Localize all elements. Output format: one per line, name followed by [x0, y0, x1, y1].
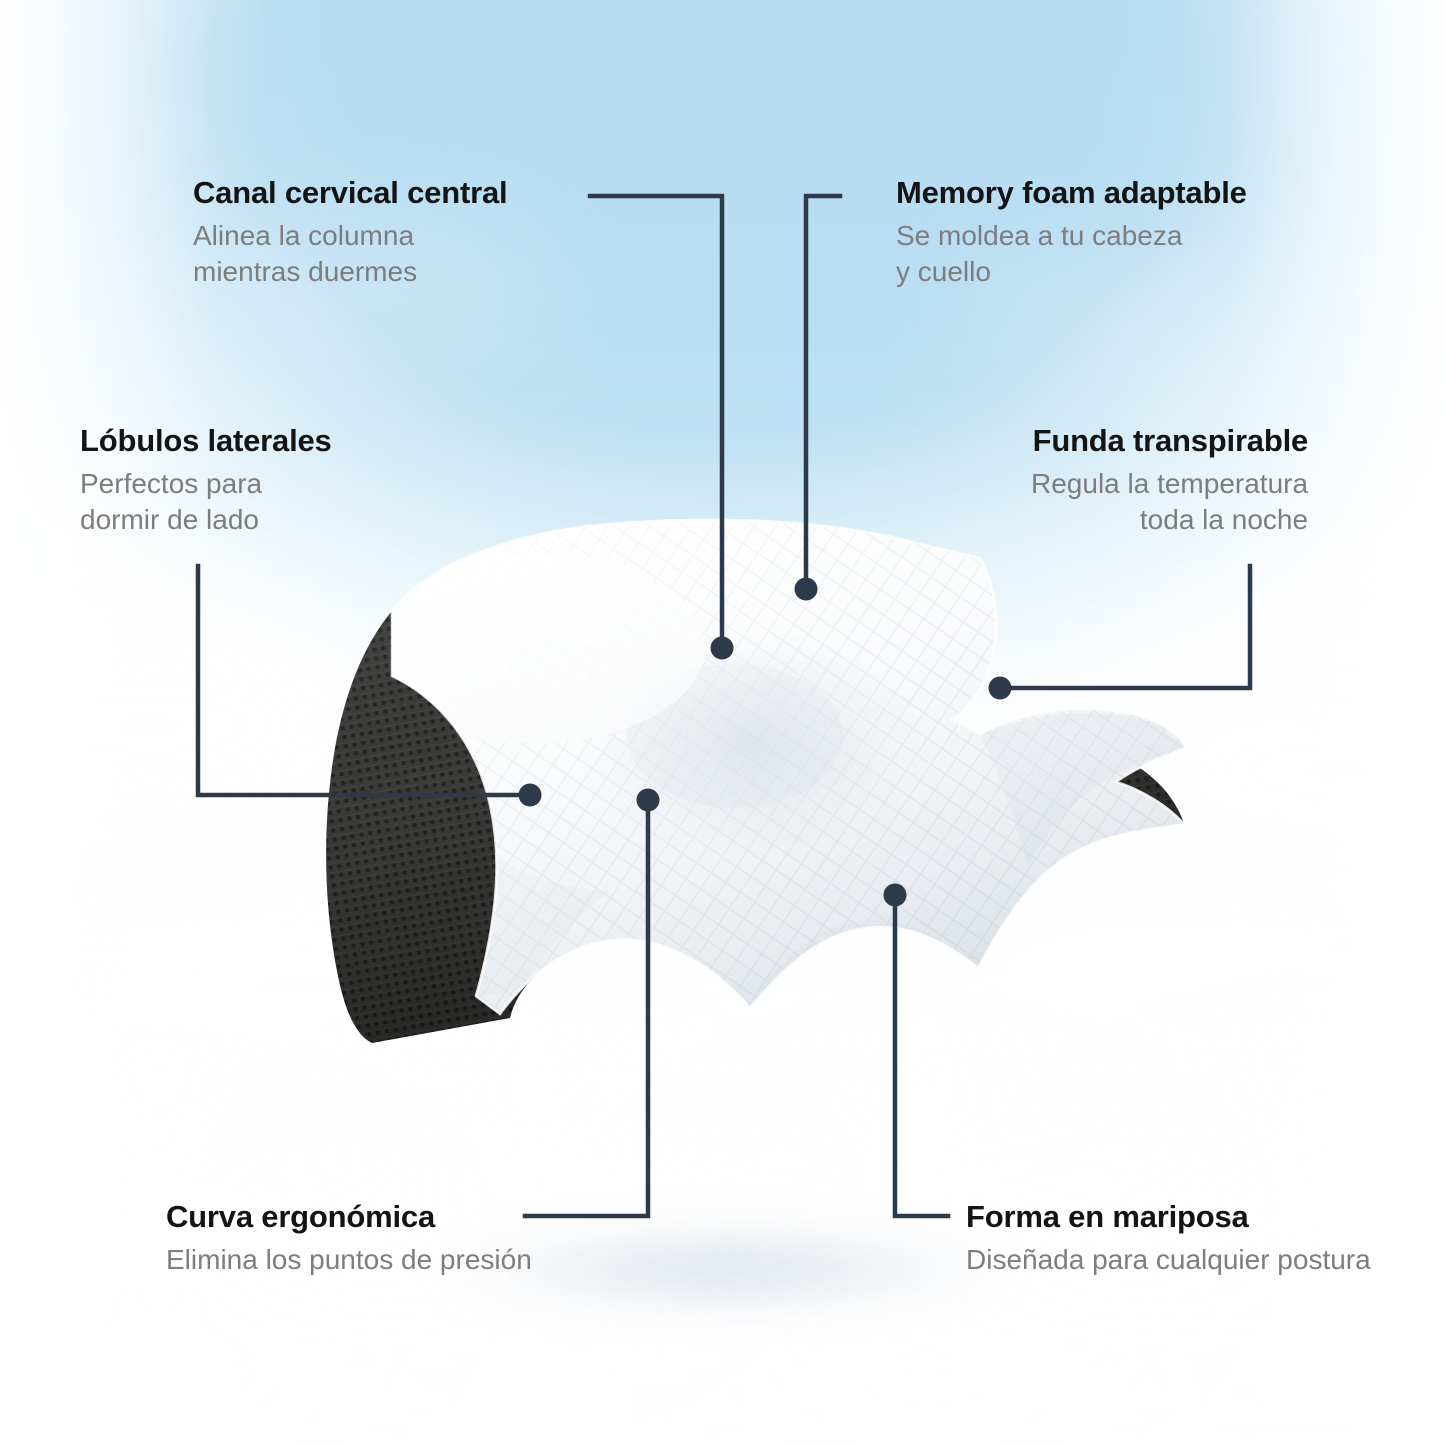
callout-subtitle: Regula la temperatura toda la noche: [1031, 467, 1309, 536]
callout-subtitle: Elimina los puntos de presión: [166, 1243, 532, 1275]
callout-label-lobulos-laterales: Lóbulos laterales Perfectos para dormir …: [80, 423, 332, 539]
callout-dot-lobulos-laterales: [518, 783, 542, 807]
callout-subtitle: Perfectos para dormir de lado: [80, 467, 263, 536]
callout-label-memory-foam-adaptable: Memory foam adaptable Se moldea a tu cab…: [896, 175, 1247, 291]
pillow-product-image: [280, 498, 1200, 1043]
callout-label-canal-cervical-central: Canal cervical central Alinea la columna…: [193, 175, 508, 291]
callout-subtitle: Se moldea a tu cabeza y cuello: [896, 219, 1183, 288]
callout-label-curva-ergonomica: Curva ergonómica Elimina los puntos de p…: [166, 1199, 532, 1278]
callout-label-funda-transpirable: Funda transpirable Regula la temperatura…: [1031, 423, 1309, 539]
callout-dot-forma-en-mariposa: [883, 883, 907, 907]
callout-title: Canal cervical central: [193, 175, 508, 210]
callout-title: Funda transpirable: [1032, 423, 1309, 458]
callout-label-forma-en-mariposa: Forma en mariposa Diseñada para cualquie…: [966, 1199, 1371, 1278]
callout-title: Lóbulos laterales: [80, 423, 332, 458]
callout-title: Curva ergonómica: [166, 1199, 435, 1234]
callout-title: Memory foam adaptable: [896, 175, 1247, 210]
callout-subtitle: Alinea la columna mientras duermes: [193, 219, 418, 288]
callout-dot-curva-ergonomica: [636, 788, 660, 812]
callout-subtitle: Diseñada para cualquier postura: [966, 1243, 1371, 1275]
callout-dot-memory-foam-adaptable: [794, 577, 818, 601]
callout-dots: [518, 577, 1012, 907]
callout-dot-canal-cervical-central: [710, 636, 734, 660]
callout-dot-funda-transpirable: [988, 676, 1012, 700]
callout-title: Forma en mariposa: [966, 1199, 1249, 1234]
product-ground-shadow: [330, 1215, 1120, 1323]
